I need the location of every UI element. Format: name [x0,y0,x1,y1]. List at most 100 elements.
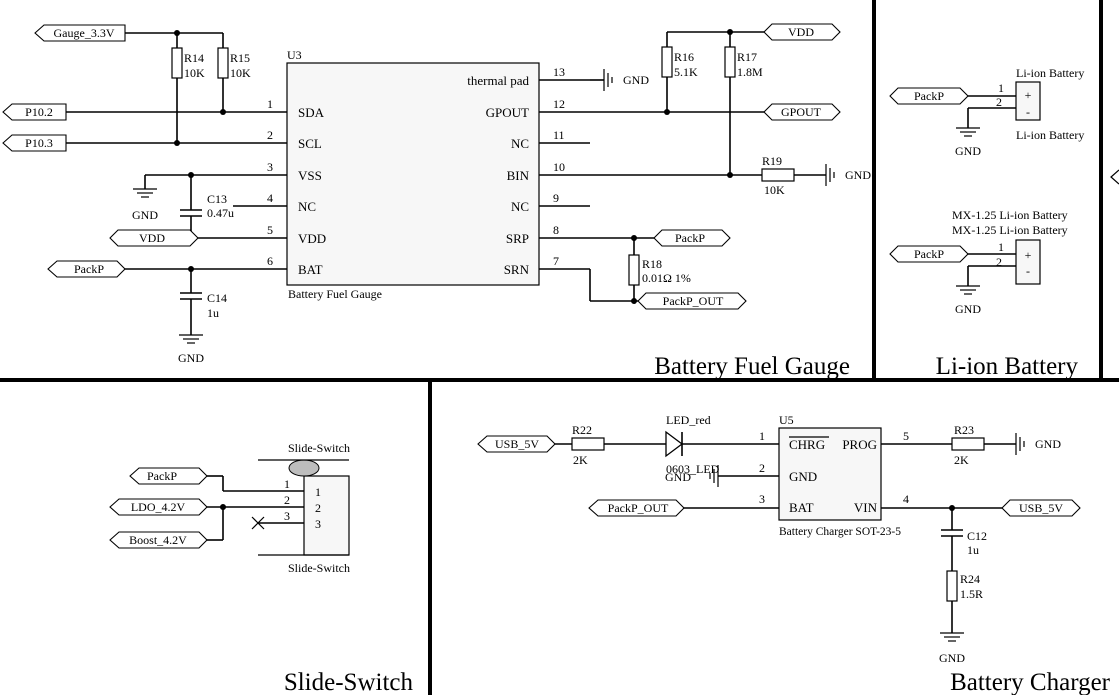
net-port-boost-4v2 [109,531,208,549]
svg-text:SRP: SRP [506,231,529,246]
svg-text:1u: 1u [207,306,219,320]
gauge-3v3-net: Gauge_3.3V R14 10K R15 10K [34,24,251,143]
svg-text:GND: GND [789,469,817,484]
svg-text:VDD: VDD [298,231,326,246]
svg-text:2: 2 [267,128,273,142]
svg-text:C13: C13 [207,192,227,206]
svg-text:BAT: BAT [789,500,814,515]
net-port-packp-out [637,292,747,310]
svg-text:10K: 10K [230,66,251,80]
slide-switch-section: Slide-Switch Slide-Switch Slide-Switch 1… [109,441,413,695]
svg-text:1: 1 [315,485,321,499]
svg-text:NC: NC [298,199,316,214]
svg-text:2K: 2K [573,453,588,467]
svg-text:CHRG: CHRG [789,437,825,452]
charger-section: Battery Charger U5 Battery Charger SOT-2… [477,413,1111,695]
svg-text:GND: GND [623,73,649,87]
u3-right-pins: 13 12 11 10 9 8 7 thermal pad GPOUT NC B… [467,65,590,277]
net-port-packp-srp [653,229,731,247]
svg-text:LED_red: LED_red [666,413,711,427]
r23-resistor [951,437,985,451]
svg-text:-: - [1026,264,1030,278]
r22-resistor [571,437,605,451]
charger-title: Battery Charger [950,669,1111,695]
svg-text:GND: GND [132,208,158,222]
svg-text:1: 1 [998,81,1004,95]
svg-text:BIN: BIN [507,168,530,183]
svg-text:3: 3 [267,160,273,174]
svg-text:GND: GND [939,651,965,665]
svg-text:P10.3: P10.3 [25,136,53,150]
fuel-gauge-title: Battery Fuel Gauge [654,353,850,380]
svg-text:MX-1.25 Li-ion Battery: MX-1.25 Li-ion Battery [952,208,1068,222]
svg-text:0.47u: 0.47u [207,206,234,220]
u3-ref: U3 [287,48,302,62]
svg-text:PackP: PackP [914,247,944,261]
u3-name: Battery Fuel Gauge [288,287,382,301]
svg-text:R15: R15 [230,51,250,65]
r18-resistor [628,254,640,286]
svg-text:GND: GND [178,351,204,365]
vss-net: GND C13 0.47u VDD [109,172,234,247]
net-port-vdd-top [763,23,841,41]
svg-text:PackP_OUT: PackP_OUT [663,294,724,308]
svg-text:R24: R24 [960,572,980,586]
svg-text:SRN: SRN [504,262,530,277]
svg-text:PackP: PackP [914,89,944,103]
svg-text:VDD: VDD [788,25,814,39]
svg-text:GND: GND [665,470,691,484]
svg-text:1: 1 [267,97,273,111]
svg-text:-: - [1026,105,1030,119]
svg-text:GND: GND [845,168,871,182]
net-port-gpout [763,103,841,121]
gpout-net: VDD R16 5.1K R17 1.8M GPOUT [590,23,841,175]
svg-text:8: 8 [553,223,559,237]
svg-text:1: 1 [759,429,765,443]
svg-text:BAT: BAT [298,262,323,277]
svg-text:C14: C14 [207,291,227,305]
svg-text:NC: NC [511,136,529,151]
thermal-gnd: GND [590,68,649,92]
svg-text:U5: U5 [779,413,794,427]
svg-text:1: 1 [284,477,290,491]
liion-connector-2: MX-1.25 Li-ion Battery MX-1.25 Li-ion Ba… [889,208,1068,316]
liion-title: Li-ion Battery [936,353,1079,380]
sense-net: PackP R18 0.01Ω 1% PackP_OUT [589,229,747,310]
svg-text:PackP: PackP [147,469,177,483]
svg-text:1.5R: 1.5R [960,587,983,601]
svg-text:R14: R14 [184,51,204,65]
svg-text:5.1K: 5.1K [674,65,698,79]
svg-text:2: 2 [315,501,321,515]
r16-resistor [661,46,673,78]
r17-resistor [724,46,736,78]
svg-text:GPOUT: GPOUT [486,105,529,120]
svg-text:GND: GND [1035,437,1061,451]
r15-resistor [217,47,229,79]
u5-body [778,427,882,521]
svg-text:thermal pad: thermal pad [467,73,529,88]
svg-text:R19: R19 [762,154,782,168]
svg-text:7: 7 [553,254,559,268]
svg-text:5: 5 [267,223,273,237]
r24-resistor [946,570,958,602]
svg-text:Gauge_3.3V: Gauge_3.3V [54,26,115,40]
fuel-gauge-section: Battery Fuel Gauge U3 Battery Fuel Gauge… [2,23,871,380]
svg-text:R18: R18 [642,257,662,271]
svg-text:Slide-Switch: Slide-Switch [288,441,350,455]
svg-text:12: 12 [553,97,565,111]
svg-text:4: 4 [903,492,909,506]
u3-body [286,62,540,286]
svg-text:VSS: VSS [298,168,322,183]
svg-text:6: 6 [267,254,273,268]
svg-text:R16: R16 [674,50,694,64]
svg-text:PackP: PackP [74,262,104,276]
svg-text:2: 2 [996,95,1002,109]
svg-text:VDD: VDD [139,231,165,245]
svg-text:R17: R17 [737,50,757,64]
svg-text:PackP_OUT: PackP_OUT [608,501,669,515]
svg-text:PROG: PROG [842,437,877,452]
r19-resistor [761,168,795,182]
svg-text:Battery Charger SOT-23-5: Battery Charger SOT-23-5 [779,526,901,538]
